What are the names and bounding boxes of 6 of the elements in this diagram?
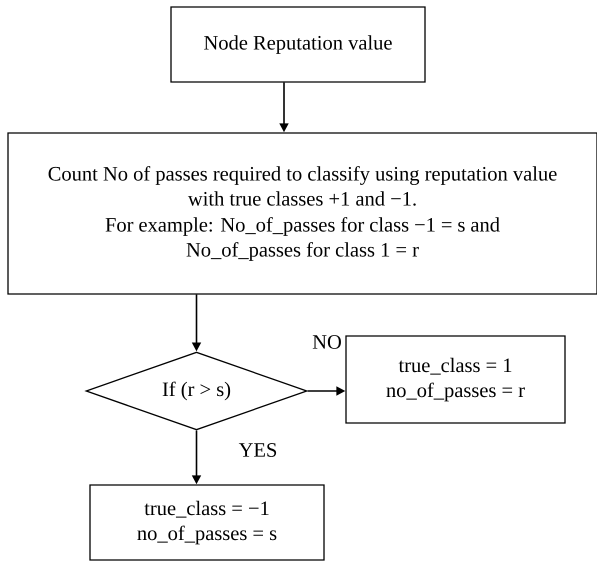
edge-label: NO — [311, 334, 343, 350]
process-box: true_class = −1 no_of_passes = s — [89, 484, 325, 561]
edge-label: YES — [238, 442, 278, 458]
process-box: Node Reputation value — [170, 6, 426, 83]
process-box: Count No of passes required to classify using reputation value with true classes +1 and −1. For example: No_of_passes for class −1 = s and No_of_passes for class 1 = r — [7, 132, 597, 295]
process-box: true_class = 1 no_of_passes = r — [345, 335, 566, 424]
